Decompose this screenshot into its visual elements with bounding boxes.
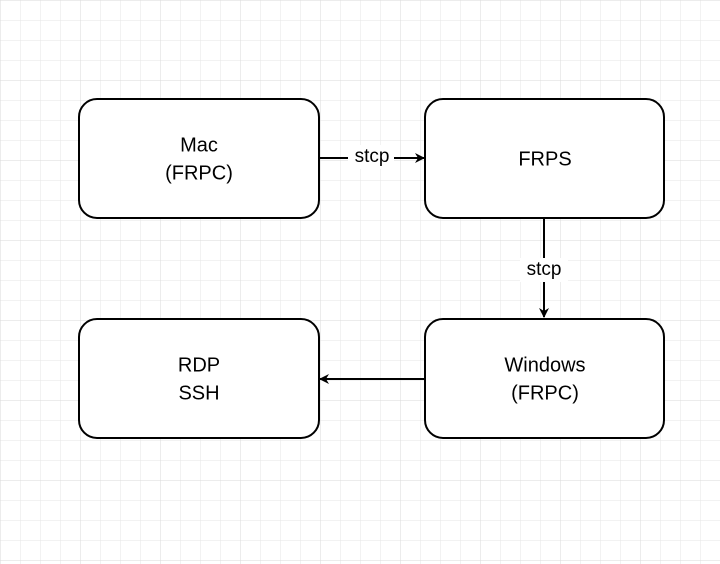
node-rdp-ssh-box: [78, 318, 320, 439]
node-mac-line2: (FRPC): [165, 162, 233, 184]
node-frps[interactable]: FRPS: [424, 98, 665, 219]
node-mac-line1: Mac: [180, 134, 218, 156]
edge-mac-to-frps[interactable]: stcp: [319, 145, 425, 169]
node-windows-box: [424, 318, 665, 439]
node-frps-box: [424, 98, 665, 219]
edge-mac-to-frps-label-bg: [348, 145, 394, 169]
node-windows-line2: (FRPC): [511, 382, 579, 404]
node-rdp-ssh[interactable]: RDP SSH: [78, 318, 320, 439]
node-rdp-ssh-line1: RDP: [178, 354, 220, 376]
node-rdp-ssh-line2: SSH: [178, 382, 219, 404]
node-mac[interactable]: Mac (FRPC): [78, 98, 320, 219]
node-windows[interactable]: Windows (FRPC): [424, 318, 665, 439]
edge-frps-to-windows[interactable]: stcp: [520, 218, 568, 318]
edge-frps-to-windows-label: stcp: [527, 259, 562, 280]
node-windows-line1: Windows: [504, 354, 585, 376]
edge-mac-to-frps-label: stcp: [355, 146, 390, 167]
node-frps-line1: FRPS: [518, 148, 571, 170]
node-mac-box: [78, 98, 320, 219]
edge-frps-to-windows-label-bg: [520, 258, 568, 282]
